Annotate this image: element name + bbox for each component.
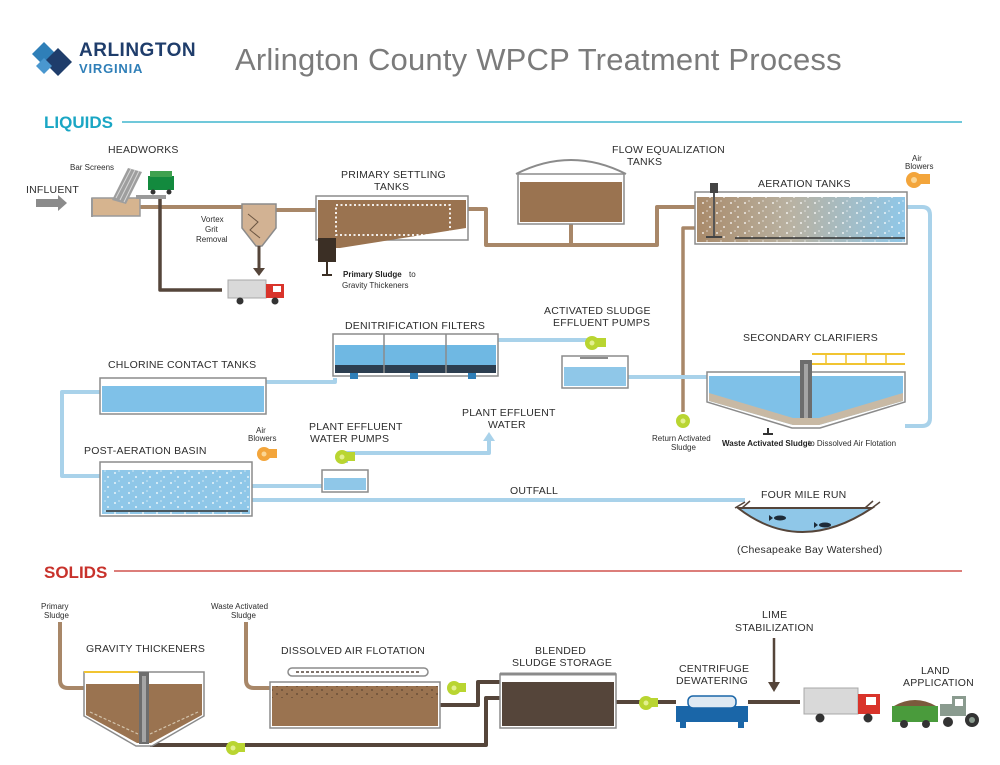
screenings-bin-icon xyxy=(148,171,174,195)
as-pumps-label-1: ACTIVATED SLUDGE xyxy=(544,305,651,317)
primary-settling-tanks xyxy=(315,195,469,276)
blended-label-2: SLUDGE STORAGE xyxy=(512,657,612,669)
denitrification-filters xyxy=(332,333,499,379)
lime-label-1: LIME xyxy=(762,609,787,621)
logo-name: ARLINGTON xyxy=(79,40,197,61)
s-was-label-2: Sludge xyxy=(231,611,256,620)
plant-effluent-arrow-icon xyxy=(483,432,495,441)
s-primary-label-1: Primary xyxy=(41,602,69,611)
gravity-thickeners xyxy=(83,671,205,747)
ras-label-1: Return Activated xyxy=(652,434,711,443)
tractor-icon xyxy=(892,696,979,728)
secondary-clarifiers-label: SECONDARY CLARIFIERS xyxy=(743,332,878,344)
was-rest-label: to Dissolved Air Flotation xyxy=(808,439,896,448)
outfall-label: OUTFALL xyxy=(510,485,558,497)
aeration-tanks xyxy=(694,183,908,245)
dissolved-air-flotation xyxy=(269,667,441,729)
pe-water-label-1: PLANT EFFLUENT xyxy=(462,407,556,419)
bar-screens-icon xyxy=(112,168,142,204)
gt-pump-icon xyxy=(226,741,245,755)
blended-pump-icon xyxy=(639,696,658,710)
lime-arrow-icon xyxy=(768,638,780,692)
denitrification-label: DENITRIFICATION FILTERS xyxy=(345,320,485,332)
as-pumps-label-2: EFFLUENT PUMPS xyxy=(553,317,650,329)
blended-sludge-storage xyxy=(499,672,617,729)
daf-pump-icon xyxy=(447,681,466,695)
page-title: Arlington County WPCP Treatment Process xyxy=(235,42,842,77)
four-mile-run xyxy=(734,500,881,533)
flow-eq-label-2: TANKS xyxy=(627,156,662,168)
solid-pipes xyxy=(58,622,800,747)
liquids-heading: LIQUIDS xyxy=(44,113,113,132)
chlorine-contact-tanks xyxy=(99,377,267,415)
primary-settling-label-1: PRIMARY SETTLING xyxy=(341,169,446,181)
air-blowers-label-1: Air xyxy=(912,154,922,163)
vortex-label-1: Vortex xyxy=(201,215,224,224)
secondary-clarifiers xyxy=(706,353,906,435)
air-blower-icon xyxy=(906,172,930,188)
pump-icon xyxy=(585,336,606,350)
grit-truck-icon xyxy=(227,279,284,305)
logo-diamond-icon xyxy=(32,42,72,76)
plant-effluent-pumps xyxy=(321,450,369,493)
biosolids-truck-icon xyxy=(803,687,880,723)
chlorine-label: CHLORINE CONTACT TANKS xyxy=(108,359,256,371)
centrifuge xyxy=(676,695,748,728)
s-was-label-1: Waste Activated xyxy=(211,602,268,611)
chesapeake-label: (Chesapeake Bay Watershed) xyxy=(737,544,882,556)
pe-pumps-label-2: WATER PUMPS xyxy=(310,433,389,445)
s-primary-label-2: Sludge xyxy=(44,611,69,620)
lime-label-2: STABILIZATION xyxy=(735,622,814,634)
centrifuge-label-2: DEWATERING xyxy=(676,675,748,687)
primary-sludge-to-label: to xyxy=(409,270,416,279)
primary-sludge-dest-label: Gravity Thickeners xyxy=(342,281,409,290)
logo-subtitle: VIRGINIA xyxy=(79,61,144,76)
centrifuge-label-1: CENTRIFUGE xyxy=(679,663,749,675)
post-air-blower-icon xyxy=(257,447,277,461)
land-label-2: APPLICATION xyxy=(903,677,974,689)
blended-label-1: BLENDED xyxy=(535,645,586,657)
headworks xyxy=(91,168,174,217)
pe-pumps-label-1: PLANT EFFLUENT xyxy=(309,421,403,433)
primary-settling-label-2: TANKS xyxy=(374,181,409,193)
gravity-thickeners-label: GRAVITY THICKENERS xyxy=(86,643,205,655)
ras-label-2: Sludge xyxy=(671,443,696,452)
influent-label: INFLUENT xyxy=(26,184,79,196)
arlington-logo: ARLINGTON VIRGINIA xyxy=(32,38,202,80)
four-mile-run-label: FOUR MILE RUN xyxy=(761,489,846,501)
pe-pump-icon xyxy=(335,450,355,464)
post-aeration-basin xyxy=(99,461,253,517)
pe-water-label-2: WATER xyxy=(488,419,526,431)
flow-equalization-tanks xyxy=(515,159,627,225)
primary-sludge-bold-label: Primary Sludge xyxy=(343,270,402,279)
was-bold-label: Waste Activated Sludge xyxy=(722,439,813,448)
fish-icon xyxy=(769,515,831,528)
post-aeration-label: POST-AERATION BASIN xyxy=(84,445,207,457)
daf-label: DISSOLVED AIR FLOTATION xyxy=(281,645,425,657)
flow-eq-label-1: FLOW EQUALIZATION xyxy=(612,144,725,156)
vortex-label-2: Grit xyxy=(205,225,219,234)
air-blowers-label-2: Blowers xyxy=(905,162,933,171)
influent-arrow-icon xyxy=(36,195,67,211)
vortex-label-3: Removal xyxy=(196,235,228,244)
solids-heading: SOLIDS xyxy=(44,563,107,582)
post-air-label-1: Air xyxy=(256,426,266,435)
bar-screens-label: Bar Screens xyxy=(70,163,114,172)
aeration-label: AERATION TANKS xyxy=(758,178,851,190)
ras-pump-icon xyxy=(676,414,690,428)
headworks-label: HEADWORKS xyxy=(108,144,179,156)
land-label-1: LAND xyxy=(921,665,950,677)
post-air-label-2: Blowers xyxy=(248,434,276,443)
vortex-grit-removal xyxy=(241,203,277,276)
as-effluent-pumps xyxy=(561,336,629,389)
